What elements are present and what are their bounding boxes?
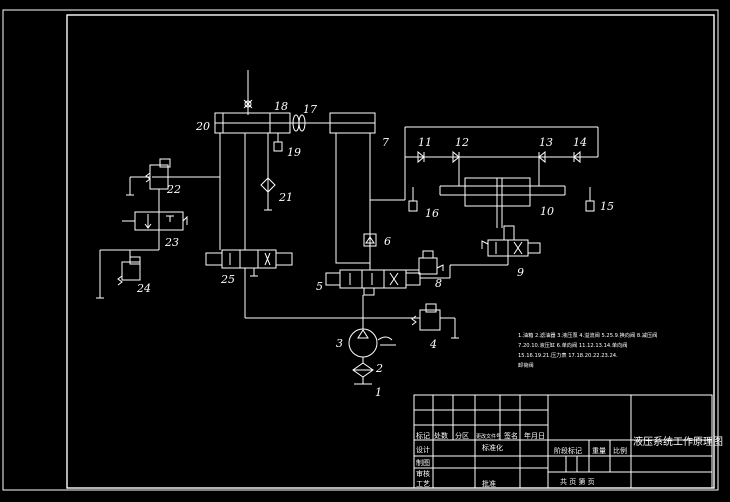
check-valve-6 bbox=[363, 200, 377, 270]
valve-5 bbox=[325, 269, 421, 296]
label-12: 12 bbox=[455, 136, 469, 149]
valve-8 bbox=[406, 250, 444, 275]
label-21: 21 bbox=[278, 191, 293, 204]
label-23: 23 bbox=[164, 236, 179, 249]
label-22: 22 bbox=[166, 183, 181, 196]
valve-23 bbox=[122, 211, 188, 250]
drawing-border bbox=[66, 14, 715, 489]
note-line-4: 卸荷阀 bbox=[518, 361, 534, 369]
tb-mark: 标记 bbox=[416, 431, 430, 440]
label-8: 8 bbox=[435, 277, 442, 290]
label-5: 5 bbox=[316, 280, 323, 293]
filter-2 bbox=[352, 362, 374, 385]
label-19: 19 bbox=[287, 146, 301, 159]
coupling-17 bbox=[290, 114, 330, 132]
title-block: 标记 处数 分区 更改文件号 签名 年月日 设计 制图 审核 工艺 标准化 批准… bbox=[413, 394, 723, 489]
tb-drawing-title: 液压系统工作原理图 bbox=[633, 435, 723, 448]
valve-9 bbox=[420, 225, 541, 279]
label-14: 14 bbox=[573, 136, 587, 149]
tb-weight: 重量 bbox=[592, 447, 606, 455]
valve-25 bbox=[205, 249, 293, 318]
tb-count: 处数 bbox=[434, 431, 448, 440]
pressure-gauge-19 bbox=[273, 133, 283, 152]
check-valve-21 bbox=[260, 177, 276, 211]
note-line-3: 15.16.19.21.压力表 17.18.20.22.23.24. bbox=[518, 351, 618, 359]
check-valve-11 bbox=[417, 150, 425, 164]
label-11: 11 bbox=[418, 136, 432, 149]
label-24: 24 bbox=[136, 282, 151, 295]
label-10: 10 bbox=[540, 205, 554, 218]
pump-3 bbox=[348, 318, 396, 363]
label-3: 3 bbox=[336, 337, 343, 350]
tb-stage: 阶段标记 bbox=[554, 446, 582, 455]
valve-22 bbox=[126, 158, 220, 212]
label-18: 18 bbox=[274, 100, 288, 113]
outer-frame bbox=[2, 9, 719, 491]
parts-note: 1.油箱 2.滤油器 3.液压泵 4.溢流阀 5.25.9.换向阀 8.减压阀 … bbox=[518, 331, 657, 369]
label-20: 20 bbox=[195, 120, 210, 133]
label-4: 4 bbox=[429, 338, 437, 351]
cylinder-20 bbox=[214, 70, 291, 134]
tb-draw: 制图 bbox=[416, 458, 430, 467]
label-1: 1 bbox=[375, 386, 382, 399]
label-13: 13 bbox=[539, 136, 553, 149]
tb-std: 标准化 bbox=[482, 443, 503, 452]
note-line-2: 7.20.10.液压缸 6.单向阀 11.12.13.14.单向阀 bbox=[518, 341, 627, 349]
label-7: 7 bbox=[382, 136, 389, 149]
tb-change-doc: 更改文件号 bbox=[476, 433, 501, 440]
tb-zone: 分区 bbox=[455, 431, 469, 440]
label-9: 9 bbox=[517, 266, 524, 279]
cylinder-7 bbox=[329, 112, 376, 264]
tb-process: 工艺 bbox=[416, 480, 430, 488]
relief-valve-4 bbox=[411, 303, 459, 339]
tb-scale: 比例 bbox=[613, 446, 627, 455]
tb-sheets: 共 页 第 页 bbox=[560, 477, 595, 486]
tb-design: 设计 bbox=[416, 445, 430, 454]
valve-24 bbox=[96, 249, 159, 299]
pressure-gauge-16 bbox=[408, 187, 418, 212]
check-valve-14 bbox=[573, 150, 581, 164]
label-17: 17 bbox=[303, 103, 317, 116]
note-line-1: 1.油箱 2.滤油器 3.液压泵 4.溢流阀 5.25.9.换向阀 8.减压阀 bbox=[518, 331, 657, 339]
label-15: 15 bbox=[600, 200, 614, 213]
label-16: 16 bbox=[425, 207, 439, 220]
tb-sign: 签名 bbox=[504, 431, 518, 440]
tb-check: 审核 bbox=[416, 469, 430, 478]
tb-date: 年月日 bbox=[524, 431, 545, 440]
label-25: 25 bbox=[220, 273, 235, 286]
tb-approve: 批准 bbox=[482, 479, 496, 488]
label-6: 6 bbox=[384, 235, 391, 248]
label-2: 2 bbox=[375, 362, 383, 375]
pressure-gauge-15 bbox=[585, 187, 595, 212]
cylinder-10 bbox=[439, 157, 566, 228]
